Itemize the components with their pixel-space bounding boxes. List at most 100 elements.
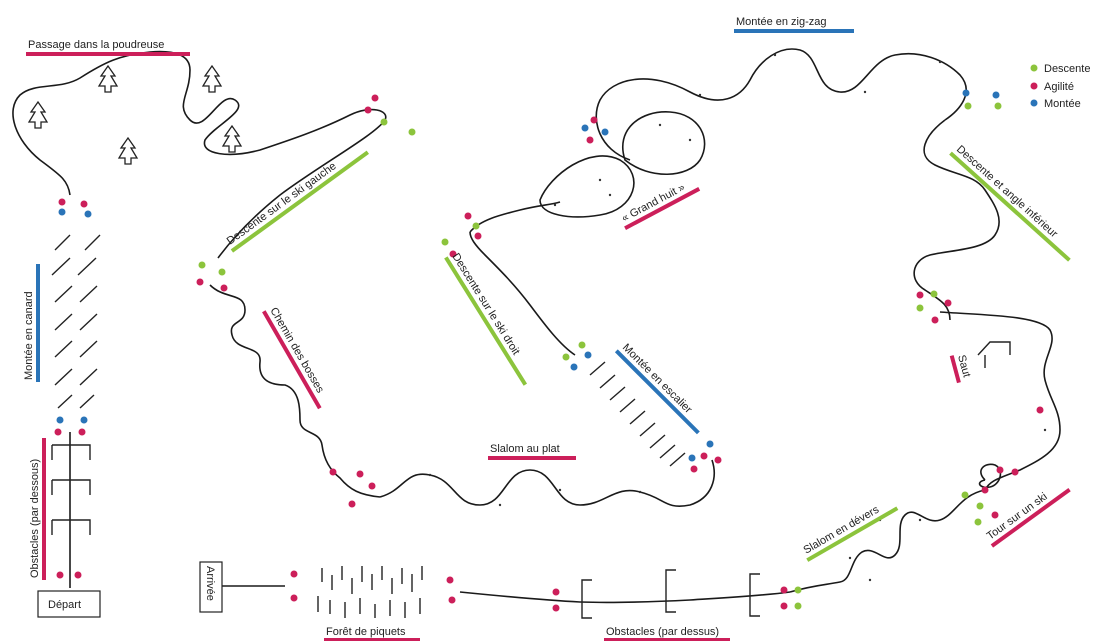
svg-text:Départ: Départ	[48, 599, 81, 611]
svg-text:Slalom en dévers: Slalom en dévers	[802, 503, 882, 556]
dot-agilite	[290, 594, 298, 602]
label-slalom-plat: Slalom au plat	[488, 443, 576, 460]
dot-agilite	[464, 212, 472, 220]
dot-agilite	[714, 456, 722, 464]
svg-text:Montée en canard: Montée en canard	[23, 291, 35, 380]
dot-descente	[380, 118, 388, 126]
tree-icon	[221, 124, 243, 153]
path-obstacles-dessus	[459, 591, 791, 604]
path-slalom-devers	[789, 489, 986, 593]
path-powder	[12, 50, 387, 259]
station-dots	[54, 89, 1044, 612]
dot-descente	[930, 290, 938, 298]
label-saut: Saut	[949, 354, 973, 384]
svg-text:Montée en zig-zag: Montée en zig-zag	[736, 16, 827, 28]
tree-icon	[117, 136, 139, 165]
svg-text:Descente sur le ski gauche: Descente sur le ski gauche	[225, 160, 339, 247]
dot-montee	[58, 208, 66, 216]
dot-agilite	[449, 250, 457, 258]
svg-text:Slalom au plat: Slalom au plat	[490, 443, 560, 455]
svg-text:Obstacles (par dessus): Obstacles (par dessus)	[606, 626, 719, 638]
svg-text:Descente sur le ski droit: Descente sur le ski droit	[449, 251, 521, 357]
dot-agilite	[944, 299, 952, 307]
dot-descente	[578, 341, 586, 349]
course-markers	[428, 53, 1047, 582]
label-foret-piquets: Forêt de piquets	[324, 626, 420, 641]
label-obstacles-dessus: Obstacles (par dessus)	[604, 626, 730, 641]
dot-descente	[198, 261, 206, 269]
dot-agilite	[329, 468, 337, 476]
dot-agilite	[981, 486, 989, 494]
dot-agilite	[552, 604, 560, 612]
svg-text:Passage dans la poudreuse: Passage dans la poudreuse	[28, 39, 164, 51]
legend-label-descente: Descente	[1044, 63, 1090, 75]
dot-descente	[441, 238, 449, 246]
dot-agilite	[371, 94, 379, 102]
legend-label-montee: Montée	[1044, 98, 1081, 110]
dot-montee	[84, 210, 92, 218]
tree-icon	[27, 100, 49, 129]
dot-descente	[794, 602, 802, 610]
dot-agilite	[552, 588, 560, 596]
dot-agilite	[58, 198, 66, 206]
svg-text:Montée en escalier: Montée en escalier	[620, 342, 694, 416]
label-passage-poudreuse: Passage dans la poudreuse	[26, 39, 190, 56]
path-bumps	[209, 284, 381, 498]
label-descente-angle: Descente et angle inférieur	[949, 143, 1071, 262]
path-grand-huit-loop-1	[539, 155, 635, 218]
dot-montee	[992, 91, 1000, 99]
path-descente-angle	[913, 119, 1000, 321]
dot-agilite	[78, 428, 86, 436]
arrivee-box: Arrivée	[199, 561, 223, 613]
escalier-hatch	[589, 361, 686, 467]
dot-agilite	[74, 571, 82, 579]
trees	[27, 64, 243, 165]
path-slalom-plat	[379, 459, 715, 507]
label-slalom-devers: Slalom en dévers	[802, 503, 899, 562]
dot-descente	[408, 128, 416, 136]
dot-descente	[961, 491, 969, 499]
dot-montee	[601, 128, 609, 136]
dot-descente	[964, 102, 972, 110]
svg-text:Arrivée: Arrivée	[204, 566, 216, 601]
dot-agilite	[1011, 468, 1019, 476]
legend-dot-descente	[1030, 64, 1038, 72]
dot-agilite	[991, 511, 999, 519]
dot-montee	[570, 363, 578, 371]
dot-montee	[584, 351, 592, 359]
dot-agilite	[780, 586, 788, 594]
course-path	[12, 48, 1061, 604]
dot-descente	[974, 518, 982, 526]
dot-descente	[472, 222, 480, 230]
dot-agilite	[586, 136, 594, 144]
svg-text:Obstacles (par dessous): Obstacles (par dessous)	[29, 459, 41, 578]
dot-agilite	[356, 470, 364, 478]
label-montee-escalier: Montée en escalier	[614, 342, 700, 435]
dot-agilite	[700, 452, 708, 460]
path-zigzag	[595, 48, 967, 161]
label-descente-ski-droit: Descente sur le ski droit	[444, 251, 528, 386]
legend-label-agilite: Agilité	[1044, 81, 1074, 93]
dot-agilite	[196, 278, 204, 286]
depart-box: Départ	[37, 590, 101, 618]
dot-agilite	[54, 428, 62, 436]
dot-descente	[218, 268, 226, 276]
foret-piquets	[317, 566, 423, 618]
canard-chevrons	[51, 234, 101, 409]
label-chemin-bosses: Chemin des bosses	[262, 306, 326, 410]
label-obstacles-dessous: Obstacles (par dessous)	[29, 438, 46, 580]
legend: Descente Agilité Montée	[1030, 63, 1090, 110]
path-tour-un-ski	[978, 463, 1002, 489]
dot-agilite	[996, 466, 1004, 474]
dot-agilite	[690, 465, 698, 473]
dot-agilite	[364, 106, 372, 114]
dot-agilite	[348, 500, 356, 508]
dot-montee	[80, 416, 88, 424]
legend-dot-montee	[1030, 99, 1038, 107]
svg-text:« Grand huit »: « Grand huit »	[620, 181, 687, 224]
obstacles-dessous-gates	[51, 444, 91, 535]
obstacles-dessus-gates	[581, 569, 760, 619]
dot-descente	[562, 353, 570, 361]
dot-montee	[688, 454, 696, 462]
